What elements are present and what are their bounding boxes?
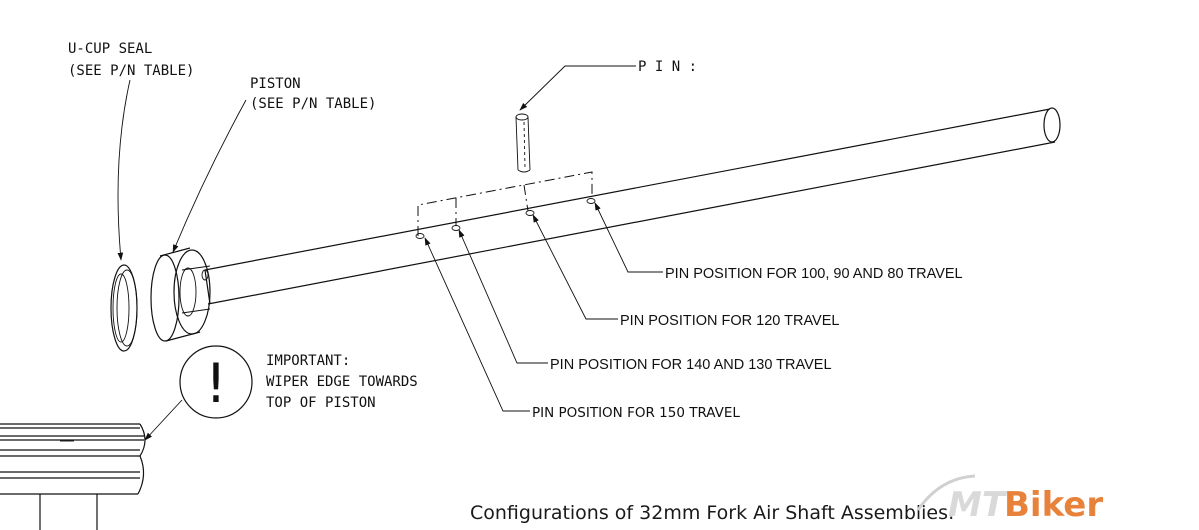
caption: Configurations of 32mm Fork Air Shaft As… bbox=[470, 502, 954, 524]
important-note bbox=[144, 345, 253, 441]
piston-label-line1: PISTON bbox=[250, 76, 301, 92]
piston bbox=[150, 247, 211, 342]
callout-150: PIN POSITION FOR 150 TRAVEL bbox=[532, 405, 740, 421]
callout-120: PIN POSITION FOR 120 TRAVEL bbox=[620, 313, 839, 329]
pin-label: P I N : bbox=[638, 59, 697, 75]
logo-text-mt: MT bbox=[948, 485, 1008, 525]
detail-section bbox=[0, 423, 146, 530]
callout-100-90-80: PIN POSITION FOR 100, 90 AND 80 TRAVEL bbox=[665, 266, 963, 282]
piston-label-line2: (SEE P/N TABLE) bbox=[250, 96, 376, 112]
exclamation-icon: ! bbox=[205, 352, 227, 415]
ucup-label-line1: U-CUP SEAL bbox=[68, 41, 152, 57]
logo-swoosh-icon bbox=[916, 474, 976, 511]
u-cup-seal bbox=[110, 264, 138, 352]
mtbiker-logo: MT Biker bbox=[916, 474, 1103, 525]
pin-holes bbox=[415, 171, 596, 239]
ucup-label-line2: (SEE P/N TABLE) bbox=[68, 63, 194, 79]
leader-lines bbox=[117, 65, 663, 412]
pin bbox=[515, 113, 531, 173]
important-line3: TOP OF PISTON bbox=[266, 395, 376, 411]
important-line2: WIPER EDGE TOWARDS bbox=[266, 374, 418, 390]
logo-text-biker: Biker bbox=[1004, 485, 1103, 525]
important-line1: IMPORTANT: bbox=[266, 353, 350, 369]
air-shaft bbox=[204, 107, 1061, 305]
callout-140-130: PIN POSITION FOR 140 AND 130 TRAVEL bbox=[550, 357, 832, 373]
